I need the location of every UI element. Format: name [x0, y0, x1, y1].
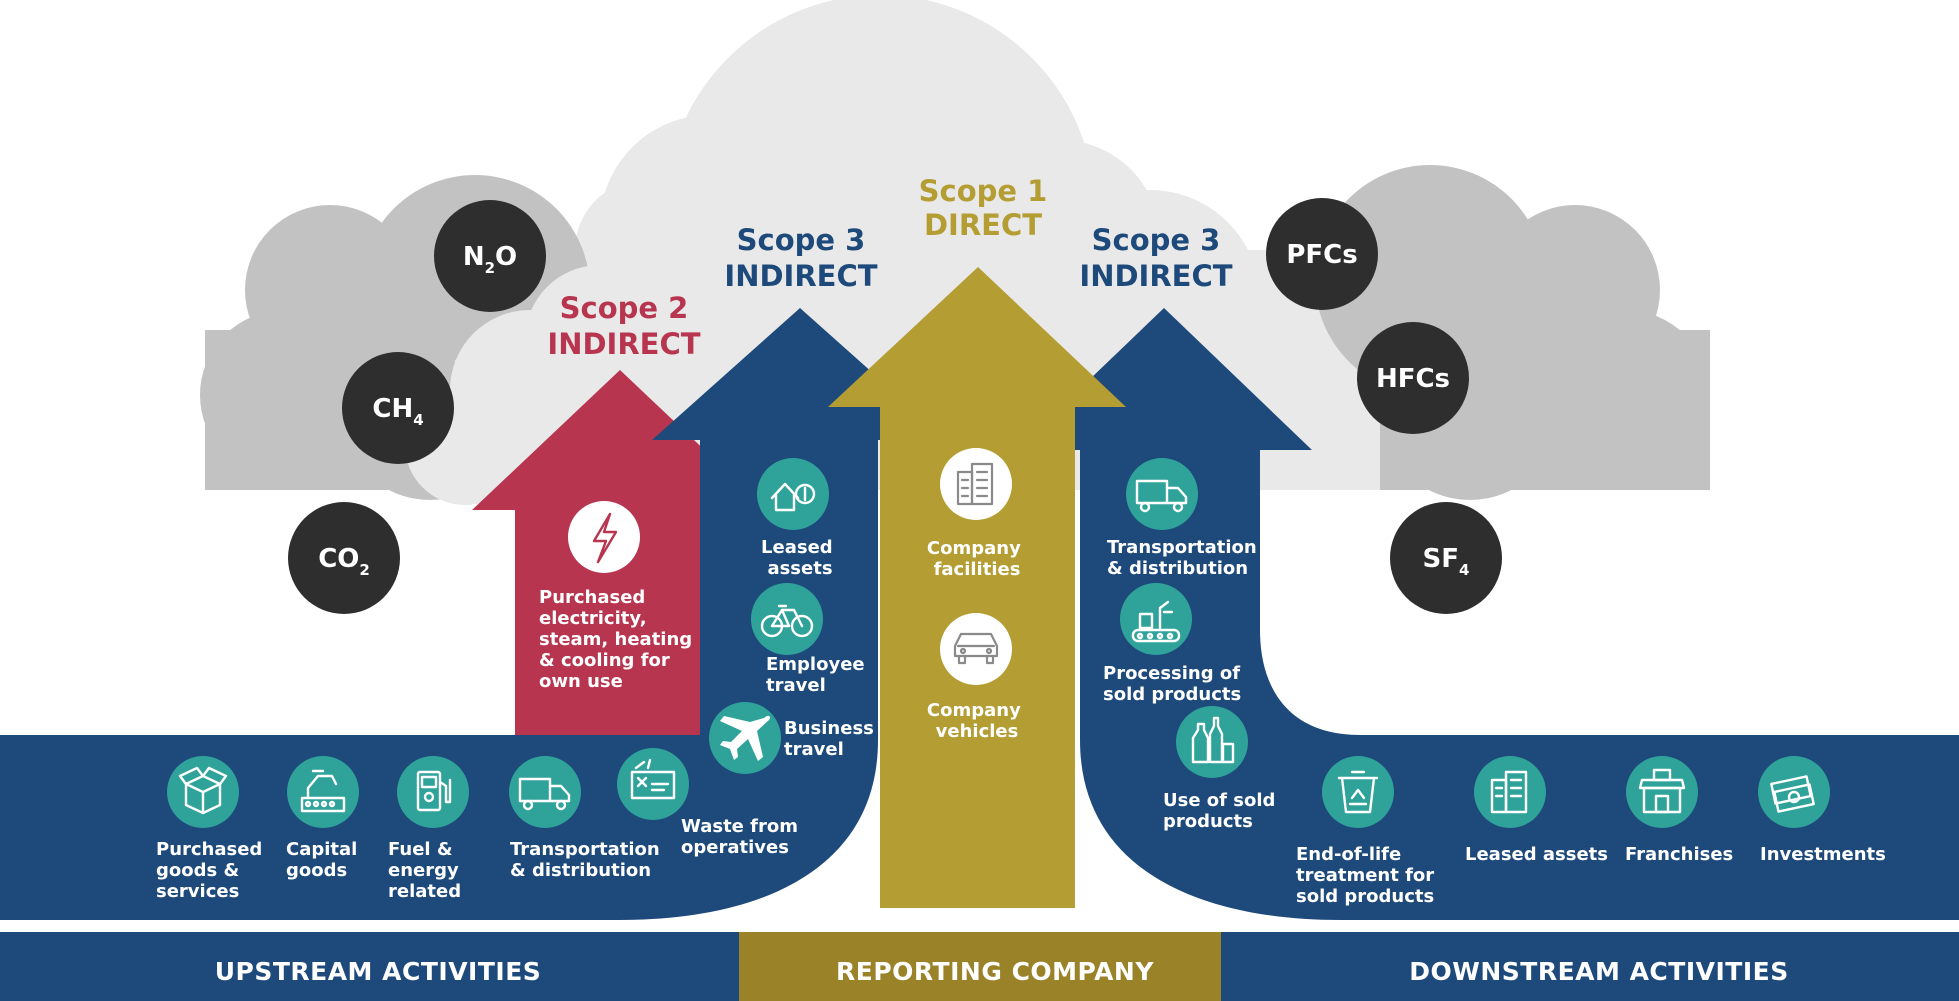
- airplane-icon: [720, 715, 771, 761]
- cash-icon: [1770, 775, 1815, 813]
- svg-text:Company vehicles: Company vehicles: [927, 700, 1027, 742]
- svg-text:Business travel: Business travel: [784, 718, 880, 760]
- upstream-item-waste: Waste from operatives: [617, 748, 804, 858]
- gas-sf4: SF4: [1390, 502, 1502, 614]
- svg-text:Franchises: Franchises: [1625, 844, 1733, 865]
- building-icon: [956, 462, 994, 506]
- bottles-icon: [1191, 716, 1235, 764]
- reporting-band-label: REPORTING COMPANY: [836, 957, 1154, 986]
- gas-co2-main: CO: [318, 544, 359, 574]
- house-money-icon: [770, 482, 816, 512]
- building-icon: [1490, 770, 1528, 814]
- scope3-down-item-use-of-sold-products: Use of sold products: [1163, 706, 1282, 832]
- scope3-downstream-subtitle: INDIRECT: [1079, 259, 1232, 293]
- downstream-band: [1221, 932, 1959, 1001]
- gas-pfcs: PFCs: [1266, 198, 1378, 310]
- scope1-arrow: [828, 267, 1126, 908]
- svg-text:SF4: SF4: [1423, 544, 1470, 579]
- scope1-item-company-vehicles: Company vehicles: [927, 613, 1027, 742]
- upstream-item-purchased-goods: Purchased goods & services: [156, 756, 269, 902]
- svg-text:Leased assets: Leased assets: [761, 537, 839, 579]
- downstream-item-leased-assets: Leased assets: [1465, 756, 1608, 865]
- gas-n2o-tail: O: [495, 242, 517, 272]
- upstream-item-capital-goods: Capital goods: [286, 756, 364, 881]
- downstream-item-investments: Investments: [1758, 756, 1886, 865]
- downstream-band-label: DOWNSTREAM ACTIVITIES: [1409, 957, 1788, 986]
- svg-text:Use of sold products: Use of sold products: [1163, 790, 1282, 832]
- scope3-upstream-arrow: [0, 308, 948, 920]
- storefront-icon: [1638, 768, 1686, 814]
- scope3-downstream-title: Scope 3: [1092, 223, 1221, 257]
- svg-text:Investments: Investments: [1760, 844, 1886, 865]
- gas-n2o-sub: 2: [485, 259, 495, 277]
- waste-icon: [630, 758, 676, 800]
- scope1-title: Scope 1: [919, 174, 1048, 208]
- gas-ch4-sub: 4: [413, 411, 423, 429]
- fuel-pump-icon: [416, 770, 452, 812]
- scope2-title: Scope 2: [560, 291, 689, 325]
- svg-text:Company facilities: Company facilities: [927, 538, 1027, 580]
- svg-text:Employee travel: Employee travel: [766, 654, 871, 696]
- svg-text:Transportation & distrib: Transportation & distribution: [510, 839, 666, 881]
- truck-icon: [518, 777, 571, 811]
- recycle-bin-icon: [1337, 770, 1379, 814]
- svg-text:Transportation & distrib: Transportation & distribution: [1107, 537, 1263, 579]
- upstream-band: [0, 932, 739, 1001]
- scope3-downstream-arrow: [1016, 308, 1959, 920]
- svg-text:End-of-life treatment fo: End-of-life treatment for sold products: [1296, 844, 1440, 907]
- downstream-item-franchises: Franchises: [1625, 756, 1733, 865]
- scope3-down-item-processing: Processing of sold products: [1103, 583, 1246, 705]
- upstream-item-fuel-energy: Fuel & energy related: [388, 756, 469, 902]
- svg-text:CH4: CH4: [372, 394, 423, 429]
- truck-icon: [1135, 479, 1188, 513]
- reporting-band: [739, 932, 1221, 1001]
- svg-text:Waste from operatives: Waste from operatives: [681, 816, 804, 858]
- car-icon: [953, 632, 999, 665]
- lightning-icon: [592, 512, 618, 564]
- svg-text:Processing of sold produ: Processing of sold products: [1103, 663, 1246, 705]
- gas-sf4-sub: 4: [1459, 561, 1469, 579]
- gas-pfcs-label: PFCs: [1286, 240, 1357, 270]
- scope1-subtitle: DIRECT: [924, 208, 1042, 242]
- conveyor-icon: [1131, 600, 1181, 643]
- upstream-band-label: UPSTREAM ACTIVITIES: [215, 957, 542, 986]
- scope3-up-item-business-travel: Business travel: [709, 702, 880, 774]
- gas-n2o-main: N: [463, 242, 485, 272]
- scope2-item-label: Purchased electricity, steam, heating & …: [539, 587, 698, 692]
- svg-text:Purchased goods &: Purchased goods & services: [156, 839, 269, 902]
- bicycle-icon: [760, 604, 814, 638]
- scope2-item-purchased-electricity: Purchased electricity, steam, heating & …: [539, 501, 698, 692]
- scope3-down-item-transportation: Transportation & distribution: [1107, 458, 1263, 579]
- gas-sf4-main: SF: [1423, 544, 1460, 574]
- gas-hfcs-label: HFCs: [1376, 364, 1450, 394]
- scope3-upstream-subtitle: INDIRECT: [724, 259, 877, 293]
- svg-text:Leased assets: Leased assets: [1465, 844, 1608, 865]
- gas-co2-sub: 2: [359, 561, 369, 579]
- svg-text:N2O: N2O: [463, 242, 517, 277]
- svg-text:CO2: CO2: [318, 544, 370, 579]
- gas-n2o: N2O: [434, 200, 546, 312]
- upstream-item-transportation: Transportation & distribution: [509, 756, 666, 881]
- gas-ch4-main: CH: [372, 394, 413, 424]
- robot-arm-icon: [300, 769, 346, 813]
- downstream-item-end-of-life: End-of-life treatment for sold products: [1296, 756, 1440, 907]
- svg-text:Capital goods: Capital goods: [286, 839, 364, 881]
- scope3-up-item-leased-assets: Leased assets: [757, 458, 839, 579]
- box-icon: [178, 766, 228, 815]
- scope3-upstream-title: Scope 3: [737, 223, 866, 257]
- gas-co2: CO2: [288, 502, 400, 614]
- scope2-subtitle: INDIRECT: [547, 327, 700, 361]
- scope1-item-company-facilities: Company facilities: [927, 448, 1027, 580]
- gas-hfcs: HFCs: [1357, 322, 1469, 434]
- scope3-up-item-employee-travel: Employee travel: [751, 583, 871, 696]
- svg-text:Fuel & energy rela: Fuel & energy related: [388, 839, 465, 902]
- gas-ch4: CH4: [342, 352, 454, 464]
